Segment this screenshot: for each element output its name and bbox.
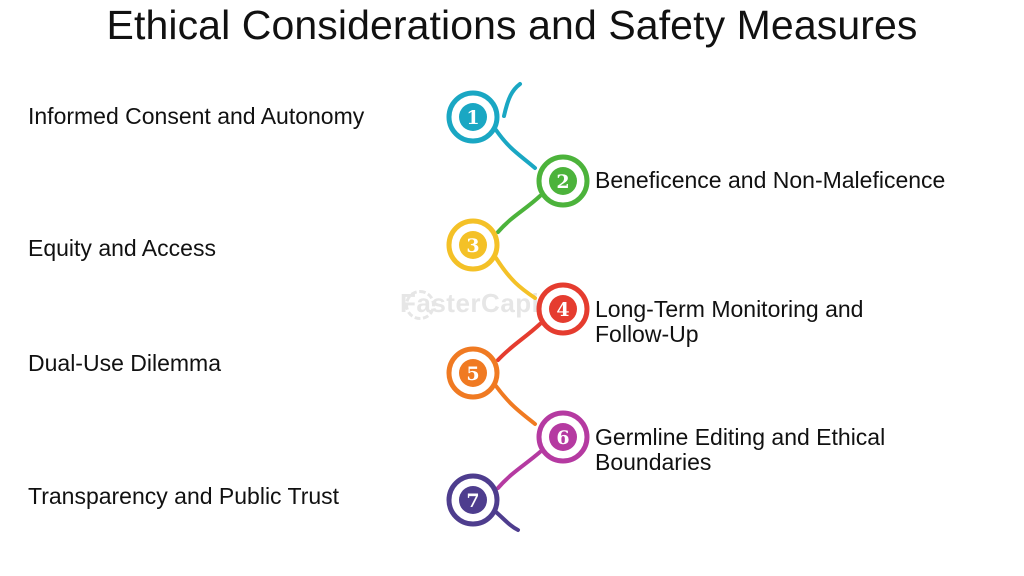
step-6-node: 6: [536, 410, 590, 464]
step-7-number: 7: [466, 490, 479, 512]
step-4-number: 4: [556, 299, 569, 321]
step-2-node: 2: [536, 154, 590, 208]
step-6-label-line2: Boundaries: [595, 449, 712, 475]
connector-4-5: [496, 322, 542, 362]
step-4-label-line1: Long-Term Monitoring and: [595, 296, 864, 322]
step-4-node: 4: [536, 282, 590, 336]
step-7-label: Transparency and Public Trust: [28, 483, 340, 509]
connector-3-4: [494, 256, 537, 300]
step-3-node: 3: [446, 218, 500, 272]
step-6-label: Germline Editing and Ethical Boundaries: [595, 425, 885, 475]
step-4-label-line2: Follow-Up: [595, 321, 699, 347]
step-1-label: Informed Consent and Autonomy: [28, 103, 365, 129]
step-1-node: 1: [446, 90, 500, 144]
step-3-number: 3: [466, 235, 479, 257]
watermark-gear-icon: [405, 290, 435, 320]
step-4-label: Long-Term Monitoring and Follow-Up: [595, 297, 863, 347]
connector-6-7: [496, 450, 542, 490]
connector-2-3: [496, 194, 542, 234]
step-6-number: 6: [556, 427, 569, 449]
connector-bottom: [494, 510, 520, 532]
page-title: Ethical Considerations and Safety Measur…: [106, 2, 918, 48]
step-7-node: 7: [446, 473, 500, 527]
step-6-label-line1: Germline Editing and Ethical: [595, 424, 886, 450]
step-1-number: 1: [466, 107, 479, 129]
step-2-number: 2: [556, 171, 569, 193]
step-2-label: Beneficence and Non-Maleficence: [595, 167, 946, 193]
step-5-number: 5: [466, 363, 479, 385]
connector-5-6: [494, 384, 537, 426]
connector-1-2: [494, 128, 537, 170]
connector-top: [502, 82, 522, 118]
step-3-label: Equity and Access: [28, 235, 216, 261]
step-5-label: Dual-Use Dilemma: [28, 350, 221, 376]
step-5-node: 5: [446, 346, 500, 400]
